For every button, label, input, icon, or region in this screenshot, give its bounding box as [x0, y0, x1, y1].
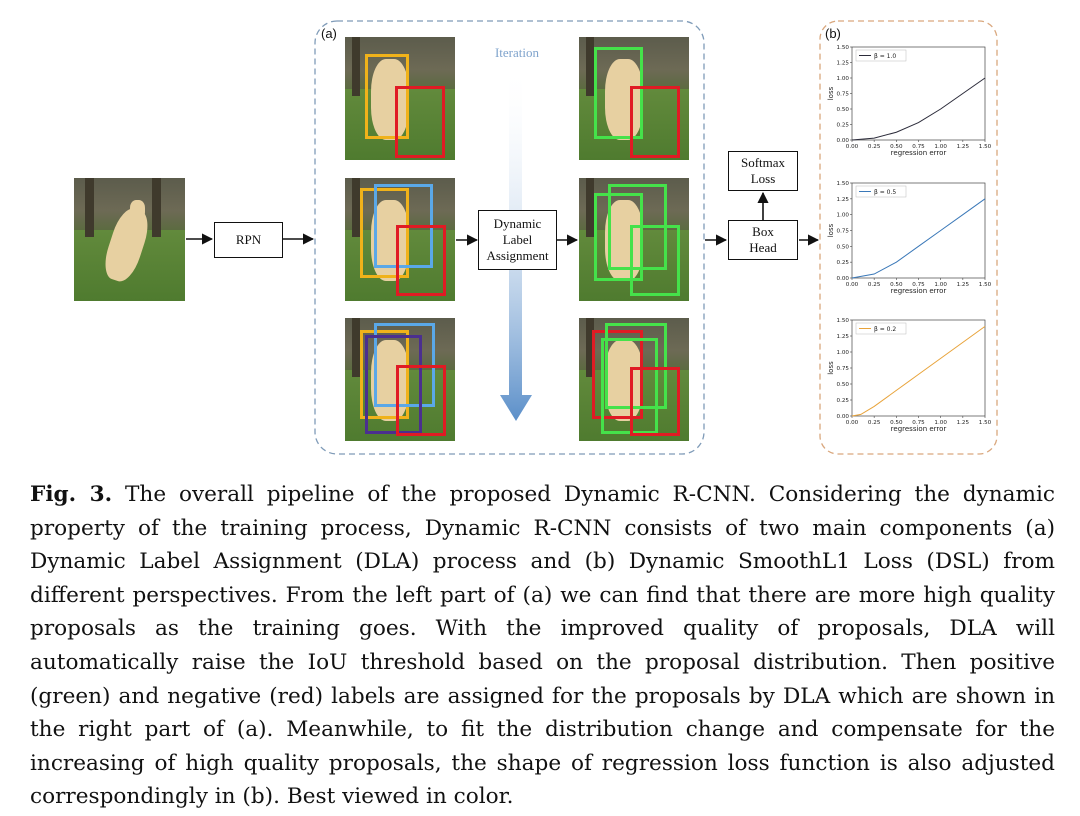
boxhead-label-line2: Head — [749, 240, 777, 255]
y-tick-label: 0.75 — [837, 92, 850, 98]
y-tick-label: 0.50 — [837, 382, 850, 388]
x-tick-label: 1.00 — [934, 420, 947, 426]
boxhead-label-line1: Box — [752, 224, 774, 239]
labels-image-iter1 — [579, 37, 689, 160]
y-tick-label: 1.25 — [837, 61, 850, 67]
rpn-label: RPN — [235, 232, 262, 247]
iteration-label: Iteration — [494, 45, 540, 60]
y-tick-label: 0.00 — [837, 276, 850, 282]
dla-label-line2: Label — [502, 232, 533, 247]
x-tick-label: 1.50 — [979, 144, 992, 150]
dla-label-line1: Dynamic — [493, 216, 542, 231]
proposals-image-iter1 — [345, 37, 455, 160]
y-tick-label: 1.50 — [837, 318, 850, 324]
loss-plot-beta-0-5: 0.00 0.25 0.50 0.75 1.00 1.25 1.50 0.00 0.25 0.50… — [827, 181, 992, 295]
input-image-dog — [74, 178, 185, 301]
x-tick-label: 0.75 — [912, 420, 925, 426]
x-tick-label: 1.00 — [934, 144, 947, 150]
rpn-node: RPN — [214, 222, 283, 258]
legend-label: β = 1.0 — [874, 53, 896, 60]
x-tick-label: 0.75 — [912, 144, 925, 150]
x-axis-label: regression error — [891, 425, 947, 433]
dla-label-line3: Assignment — [486, 248, 549, 263]
y-tick-label: 0.75 — [837, 229, 850, 235]
legend-box — [855, 185, 907, 198]
y-tick-label: 1.25 — [837, 197, 850, 203]
x-tick-label: 1.50 — [979, 282, 992, 288]
y-tick-label: 0.50 — [837, 107, 850, 113]
legend-box — [855, 49, 907, 62]
softmax-loss-node: Softmax Loss — [728, 151, 798, 191]
box-head-node: Box Head — [728, 220, 798, 260]
series-line — [851, 325, 986, 417]
y-tick-label: 1.00 — [837, 76, 850, 82]
y-tick-label: 0.00 — [837, 414, 850, 420]
panel-b-border — [819, 20, 998, 455]
loss-plot-beta-0-2: 0.00 0.25 0.50 0.75 1.00 1.25 1.50 0.00 0.25 0.50… — [827, 318, 992, 433]
y-tick-label: 1.25 — [837, 334, 850, 340]
loss-plot-beta-1-0: 0.00 0.25 0.50 0.75 1.00 1.25 1.50 0.00 0.25 0.50… — [827, 45, 992, 157]
softmax-label-line2: Loss — [750, 171, 776, 186]
proposals-image-iter3 — [345, 318, 455, 441]
proposals-image-iter2 — [345, 178, 455, 301]
plot-frame — [851, 319, 986, 417]
labels-image-iter3 — [579, 318, 689, 441]
x-tick-label: 0.00 — [846, 420, 859, 426]
caption-text: The overall pipeline of the proposed Dyn… — [30, 482, 1055, 810]
y-tick-label: 0.50 — [837, 244, 850, 250]
series-line — [851, 198, 986, 279]
y-axis-label: loss — [827, 223, 835, 237]
y-tick-label: 1.00 — [837, 350, 850, 356]
x-tick-label: 0.25 — [868, 144, 881, 150]
softmax-label-line1: Softmax — [740, 155, 786, 170]
x-tick-label: 0.75 — [912, 282, 925, 288]
legend-box — [855, 322, 907, 335]
panel-a-border — [314, 20, 705, 455]
y-tick-label: 1.50 — [837, 181, 850, 187]
x-tick-label: 0.50 — [890, 420, 903, 426]
x-axis-label: regression error — [891, 149, 947, 157]
x-tick-label: 0.50 — [890, 282, 903, 288]
y-tick-label: 0.75 — [837, 366, 850, 372]
legend-label: β = 0.2 — [874, 326, 896, 333]
y-tick-label: 1.00 — [837, 213, 850, 219]
y-tick-label: 0.25 — [837, 260, 850, 266]
series-line — [851, 77, 986, 141]
legend-label: β = 0.5 — [874, 189, 896, 196]
x-tick-label: 1.00 — [934, 282, 947, 288]
panel-a-label: (a) — [321, 26, 337, 41]
dla-node: Dynamic Label Assignment — [478, 210, 557, 270]
x-tick-label: 0.25 — [868, 420, 881, 426]
y-axis-label: loss — [827, 86, 835, 100]
labels-image-iter2 — [579, 178, 689, 301]
y-tick-label: 0.00 — [837, 138, 850, 144]
figure-caption: Fig. 3. The overall pipeline of the prop… — [30, 478, 1055, 814]
x-tick-label: 0.50 — [890, 144, 903, 150]
y-axis-label: loss — [827, 361, 835, 375]
caption-label: Fig. 3. — [30, 482, 113, 507]
x-tick-label: 0.00 — [846, 144, 859, 150]
x-tick-label: 0.00 — [846, 282, 859, 288]
x-tick-label: 1.25 — [957, 420, 970, 426]
y-tick-label: 0.25 — [837, 398, 850, 404]
y-tick-label: 0.25 — [837, 123, 850, 129]
x-tick-label: 1.25 — [957, 144, 970, 150]
x-tick-label: 1.50 — [979, 420, 992, 426]
panel-b-label: (b) — [825, 26, 841, 41]
y-tick-label: 1.50 — [837, 45, 850, 51]
x-tick-label: 0.25 — [868, 282, 881, 288]
x-axis-label: regression error — [891, 287, 947, 295]
x-tick-label: 1.25 — [957, 282, 970, 288]
